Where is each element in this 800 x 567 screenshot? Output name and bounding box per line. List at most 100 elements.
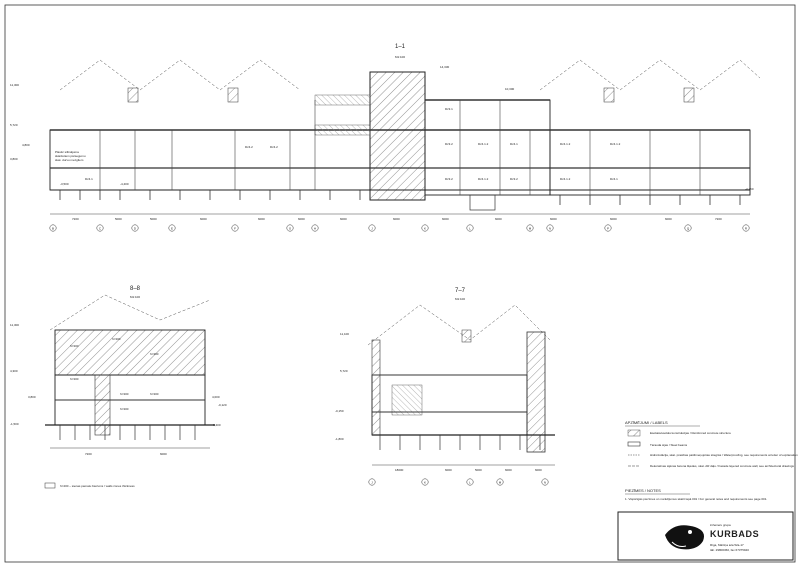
dims-7-7: 18000 6000 5000 6000 6000 — [395, 468, 542, 472]
dim-label: 7200 — [85, 452, 92, 456]
svg-text:h=300: h=300 — [150, 392, 159, 396]
company-line1: inženieru grupa — [710, 523, 731, 527]
svg-text:K: K — [424, 481, 426, 485]
svg-text:-3,400: -3,400 — [212, 423, 221, 427]
axis-bubble: J — [368, 224, 376, 232]
svg-text:5000: 5000 — [115, 217, 122, 221]
left-wall-7-7 — [371, 339, 381, 436]
level-mid: 10,300 — [505, 87, 515, 91]
levels-7-7: 11,100 5,720 -0,150 -1,800 — [335, 332, 349, 441]
axis-bubble: L — [466, 478, 474, 486]
svg-text:h=300: h=300 — [120, 392, 129, 396]
axis-bubble: R — [742, 224, 750, 232]
svg-text:6000: 6000 — [610, 217, 617, 221]
axis-bubble: Q — [684, 224, 692, 232]
axis-bubble: L — [466, 224, 474, 232]
legend-8-8: h=400 – sienas pamatu biezums / walls zo… — [60, 484, 135, 488]
svg-text:11,100: 11,100 — [340, 332, 349, 336]
kurbads-logo — [665, 525, 704, 550]
svg-text:3,800: 3,800 — [28, 395, 36, 399]
svg-text:h=300: h=300 — [70, 344, 79, 348]
axis-bubble: K — [421, 224, 429, 232]
legend-swatch-8-8 — [44, 482, 56, 489]
core-wall — [94, 374, 111, 436]
svg-text:6000: 6000 — [495, 217, 502, 221]
svg-text:Dz3.2: Dz3.2 — [445, 142, 453, 146]
svg-text:-0,120: -0,120 — [218, 403, 227, 407]
svg-text:6000: 6000 — [200, 217, 207, 221]
dims-1-1: 7200 5000 5000 6000 6000 6000 6000 6000 … — [72, 217, 722, 221]
axis-bubble: H — [311, 224, 319, 232]
axis-bubble: D — [131, 224, 139, 232]
svg-text:h=300: h=300 — [120, 407, 129, 411]
legend-item: Dekoratīvas sijēnas betona šķēdes, skat.… — [650, 464, 794, 468]
svg-text:N: N — [549, 227, 551, 231]
svg-text:L: L — [469, 227, 471, 231]
svg-text:6000: 6000 — [550, 217, 557, 221]
callout-1-1: Plastic siltinājuma skārdotiem pārsegumu… — [55, 150, 86, 162]
hatched-slab-b — [314, 124, 371, 136]
level-label: 5,720 — [10, 123, 18, 127]
svg-text:-1,800: -1,800 — [335, 437, 344, 441]
svg-text:h=300: h=300 — [150, 352, 159, 356]
chimney-1 — [127, 87, 139, 103]
level-label: -4,460 — [745, 187, 754, 191]
section-8-8-title: 8–8 — [130, 286, 141, 292]
chimney-4 — [683, 87, 695, 103]
section-7-7: 7–7 M1:100 11,100 5,720 -0,150 -1,800 18… — [335, 288, 555, 486]
level-label: -4,400 — [120, 182, 129, 186]
chimney-3 — [603, 87, 615, 103]
svg-text:M: M — [529, 227, 532, 231]
svg-text:Plastic siltinājuma: Plastic siltinājuma — [55, 150, 79, 154]
chimney-2 — [227, 87, 239, 103]
legend-block: APZĪMĒJUMI / LABELS Esošais/esošās konst… — [625, 420, 798, 501]
svg-text:Dz4.2: Dz4.2 — [245, 145, 253, 149]
roof-outline-8-8 — [49, 294, 211, 331]
svg-text:Dz4.1: Dz4.1 — [85, 177, 93, 181]
svg-text:E: E — [171, 227, 173, 231]
upper-hatched-block — [54, 329, 206, 376]
svg-text:6000: 6000 — [393, 217, 400, 221]
svg-text:7200: 7200 — [715, 217, 722, 221]
svg-text:6000: 6000 — [340, 217, 347, 221]
svg-text:J: J — [371, 227, 373, 231]
axis-bubble: G — [286, 224, 294, 232]
roof-outline-7-7 — [367, 304, 551, 346]
section-1-1-scale: M1:100 — [395, 55, 405, 59]
piles-7-7 — [379, 435, 541, 450]
axis-bubble: N — [541, 478, 549, 486]
svg-text:B: B — [52, 227, 54, 231]
axis-bubble: J — [368, 478, 376, 486]
legend-item: Esošais/esošās konstrukcijas / Reinforce… — [650, 431, 731, 435]
hatched-room-7-7 — [391, 384, 423, 416]
svg-text:h=300: h=300 — [112, 337, 121, 341]
section-7-7-scale: M1:100 — [455, 297, 465, 301]
svg-text:6000: 6000 — [445, 468, 452, 472]
notes-title: PIEZĪMES / NOTES — [625, 488, 661, 493]
svg-text:5,720: 5,720 — [340, 369, 348, 373]
svg-text:7200: 7200 — [72, 217, 79, 221]
svg-text:K: K — [424, 227, 426, 231]
legend-item: Hidroizolācija, skat. prasības pašlīmeņo… — [650, 453, 798, 457]
svg-text:6000: 6000 — [535, 468, 542, 472]
svg-text:L: L — [469, 481, 471, 485]
piles-8-8 — [59, 425, 196, 440]
level-label: 3,800 — [10, 157, 18, 161]
svg-text:4,300: 4,300 — [10, 369, 18, 373]
svg-text:-1,500: -1,500 — [10, 422, 19, 426]
svg-text:6000: 6000 — [505, 468, 512, 472]
svg-text:Dz4.1: Dz4.1 — [510, 142, 518, 146]
svg-text:R: R — [745, 227, 748, 231]
axis-bubble: F — [231, 224, 239, 232]
section-1-1-title: 1–1 — [395, 44, 406, 50]
svg-text:Dz4.1: Dz4.1 — [610, 177, 618, 181]
svg-text:J: J — [371, 481, 373, 485]
pit — [469, 194, 496, 211]
axis-bubble: N — [546, 224, 554, 232]
svg-text:Q: Q — [687, 227, 690, 231]
level-label: 11,300 — [10, 83, 19, 87]
sheet-border — [4, 4, 796, 563]
hatched-slab-a — [314, 94, 371, 106]
svg-text:-0,150: -0,150 — [335, 409, 344, 413]
